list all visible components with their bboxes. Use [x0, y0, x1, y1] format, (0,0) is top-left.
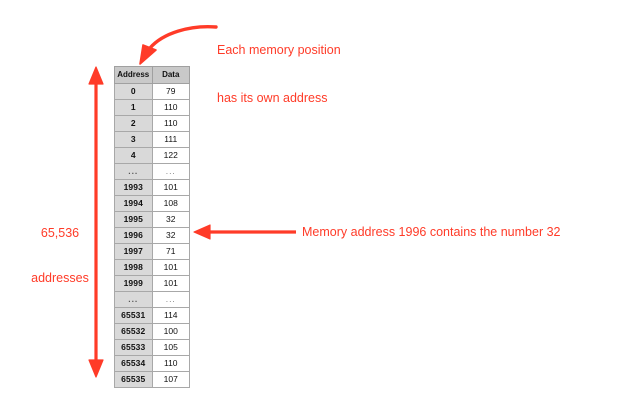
cell-data: 110	[151, 115, 190, 132]
cell-address: ...	[114, 291, 153, 308]
cell-address: 65531	[114, 307, 153, 324]
cell-data: ...	[151, 291, 190, 308]
cell-address: 1999	[114, 275, 153, 292]
cell-address: 65534	[114, 355, 153, 372]
annotation-left-line2: addresses	[31, 271, 89, 285]
table-header-row: Address Data	[114, 66, 190, 84]
cell-address: 0	[114, 83, 153, 100]
cell-address: 2	[114, 115, 153, 132]
curved-arrow-down-left-icon	[139, 25, 218, 65]
annotation-top-line2: has its own address	[217, 91, 328, 105]
cell-address: ...	[114, 163, 153, 180]
arrow-left-icon	[193, 224, 296, 240]
annotation-top: Each memory position has its own address	[217, 10, 341, 138]
annotation-left-line1: 65,536	[40, 226, 80, 240]
cell-address: 65532	[114, 323, 153, 340]
cell-address: 4	[114, 147, 153, 164]
annotation-left: 65,536 addresses	[22, 196, 98, 316]
cell-data: 101	[151, 179, 190, 196]
column-header-data: Data	[151, 66, 190, 84]
cell-data: 107	[151, 371, 190, 388]
annotation-right: Memory address 1996 contains the number …	[302, 225, 561, 239]
memory-table-head: Address Data	[114, 66, 190, 84]
cell-data: 108	[151, 195, 190, 212]
table-row: ......	[114, 291, 190, 308]
cell-address: 1	[114, 99, 153, 116]
cell-address: 3	[114, 131, 153, 148]
column-header-address: Address	[114, 66, 153, 84]
cell-data: 105	[151, 339, 190, 356]
cell-address: 1994	[114, 195, 153, 212]
cell-data: 32	[151, 227, 190, 244]
cell-data: 100	[151, 323, 190, 340]
annotation-top-line1: Each memory position	[217, 43, 341, 57]
table-row: ......	[114, 163, 190, 180]
cell-address: 65533	[114, 339, 153, 356]
cell-data: 101	[151, 259, 190, 276]
cell-address: 1996	[114, 227, 153, 244]
cell-data: 114	[151, 307, 190, 324]
cell-data: 79	[151, 83, 190, 100]
cell-data: 110	[151, 355, 190, 372]
cell-data: 110	[151, 99, 190, 116]
cell-data: ...	[151, 163, 190, 180]
cell-data: 71	[151, 243, 190, 260]
cell-address: 1997	[114, 243, 153, 260]
cell-data: 101	[151, 275, 190, 292]
cell-address: 1993	[114, 179, 153, 196]
cell-address: 1995	[114, 211, 153, 228]
cell-data: 32	[151, 211, 190, 228]
cell-data: 111	[151, 131, 190, 148]
cell-address: 65535	[114, 371, 153, 388]
cell-data: 122	[151, 147, 190, 164]
cell-address: 1998	[114, 259, 153, 276]
